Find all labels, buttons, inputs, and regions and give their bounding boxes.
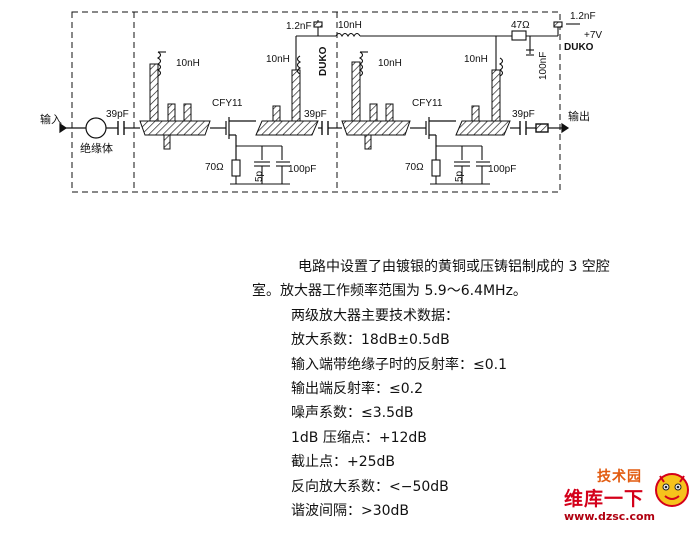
mascot-icon [655,473,689,507]
l-right1-label: 10nH [378,58,402,69]
spec-heading: 两级放大器主要技术数据： [291,307,459,324]
source-network-2 [430,145,490,185]
watermark-top: 技术园 [597,469,642,485]
output-label: 输出 [568,109,590,123]
fet1-label: CFY11 [212,98,243,109]
r1-label: 70Ω [205,162,224,173]
c-top-label: 1.2nF [286,21,312,32]
spec-item: 谐波间隔：>30dB [291,503,410,520]
spec-item: 截止点：+25dB [291,454,396,471]
fet-stage2 [425,117,456,162]
description-text: 电路中设置了由镀银的黄铜或压铸铝制成的 3 空腔 室。放大器工作频率范围为 5.… [252,255,692,523]
spec-item: 输入端带绝缘子时的反射率：≤0.1 [291,356,507,373]
r-top-label: 47Ω [511,20,530,31]
stripline-stage1-input [139,63,211,150]
fet2-label: CFY11 [412,98,443,109]
c-small1-label: 5p [254,170,265,182]
c2-label: 100pF [488,164,516,175]
spec-item: 噪声系数：≤3.5dB [291,405,414,422]
duko-left-label: DUKO [318,46,329,76]
insulator-label: 绝缘体 [80,141,113,155]
circuit-diagram: 输入 绝缘体 39pF 1.2nF 10nH DUKO 10nH 10nH CF… [40,11,602,193]
duko-right-label: DUKO [564,42,594,53]
intro-line-1: 电路中设置了由镀银的黄铜或压铸铝制成的 3 空腔 [298,259,610,275]
c-out-label: 39pF [512,109,535,120]
stripline-stage1-output [255,69,319,136]
inductors [156,32,504,77]
spec-item: 输出端反射率：≤0.2 [291,381,423,398]
l-left1-label: 10nH [176,58,200,69]
r2-label: 70Ω [405,162,424,173]
stripline-stage2-input [341,61,411,150]
intro-line-2: 室。放大器工作频率范围为 5.9～6.4MHz。 [252,283,527,300]
source-network-1 [230,145,290,185]
coupling-capacitors [117,121,549,135]
insulator-symbol [85,117,107,139]
c-mid-label: 39pF [304,109,327,120]
cavity-enclosure [71,11,561,193]
l-top-label: 10nH [338,20,362,31]
watermark-main: 维库一下 [564,488,645,510]
c-top2-label: 1.2nF [570,11,596,22]
l-right2-label: 10nH [464,54,488,65]
c1-label: 100pF [288,164,316,175]
vcc-label: +7V [584,30,602,41]
c-small2-label: 5p [454,170,465,182]
input-label: 输入 [40,112,62,126]
fet-stage1 [225,117,256,162]
spec-item: 1dB 压缩点：+12dB [291,429,427,446]
signal-line [59,122,570,134]
c-in-label: 39pF [106,109,129,120]
spec-item: 放大系数：18dB±0.5dB [291,332,450,349]
watermark-url: www.dzsc.com [564,510,656,523]
stripline-stage2-output [455,69,511,136]
c-vert-label: 100nF [538,52,549,80]
spec-item: 反向放大系数：<−50dB [291,478,449,495]
bias-line [295,20,580,70]
l-left2-label: 10nH [266,54,290,65]
watermark: 技术园 维库一下 www.dzsc.com [544,466,694,528]
